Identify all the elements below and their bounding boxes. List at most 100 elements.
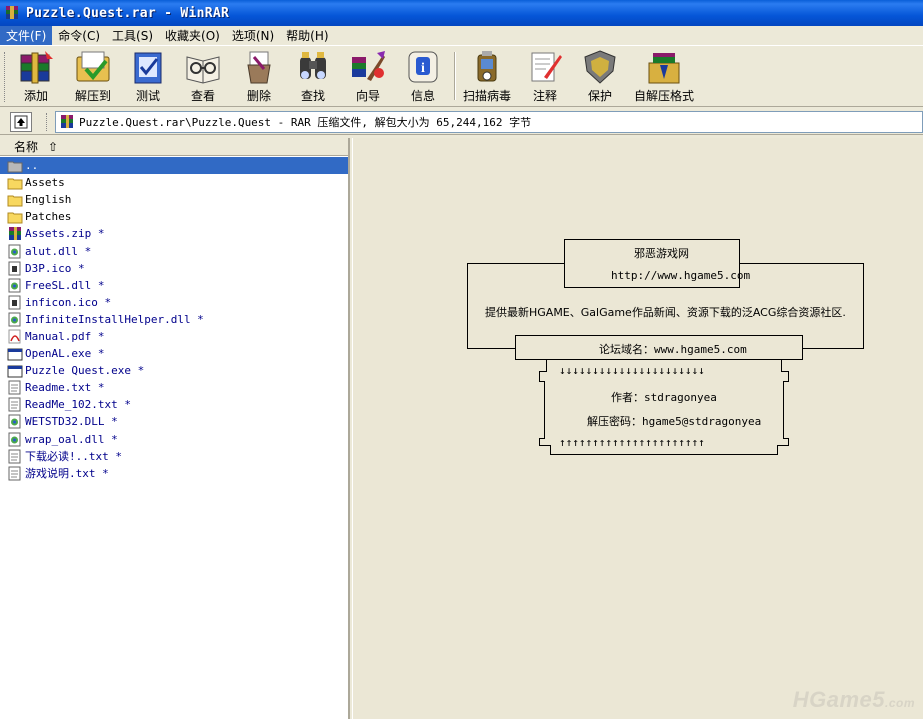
file-row[interactable]: 游戏说明.txt * [0,465,348,482]
sort-ascending-icon: ⇧ [48,139,59,154]
arrows-up: ↑↑↑↑↑↑↑↑↑↑↑↑↑↑↑↑↑↑↑↑↑↑ [559,436,705,449]
info-label: 信息 [410,89,435,103]
dll-file-icon [7,432,23,447]
protect-label: 保护 [587,89,612,103]
file-name: inficon.ico * [25,295,112,309]
dll-file-icon [7,244,23,259]
virus-scan-button[interactable]: 扫描病毒 [463,48,511,104]
menu-favorites[interactable]: 收藏夹(O) [165,29,220,43]
password-line: 解压密码：hgame5@stdragonyea [587,415,762,428]
file-row[interactable]: Assets [0,174,348,191]
info-button[interactable]: i 信息 [403,48,443,104]
comment-ascii-frame [467,239,864,455]
find-icon [293,48,333,86]
arrow-up-icon [14,115,28,129]
file-row[interactable]: .. [0,157,348,175]
extract-to-button[interactable]: 解压到 [73,48,113,104]
file-name: Assets [25,176,65,190]
add-archive-icon [16,48,56,86]
view-icon [183,48,223,86]
file-row[interactable]: InfiniteInstallHelper.dll * [0,311,348,328]
protect-icon [580,48,620,86]
comment-icon [525,48,565,86]
add-button[interactable]: 添加 [16,48,56,104]
file-name: alut.dll * [25,244,92,258]
info-icon: i [403,48,443,86]
up-folder-button[interactable] [10,112,32,132]
wizard-icon [348,48,388,86]
test-button[interactable]: 测试 [128,48,168,104]
delete-button[interactable]: 删除 [239,48,279,104]
extract-to-icon [73,48,113,86]
winrar-app-icon [6,6,18,19]
view-button[interactable]: 查看 [183,48,223,104]
file-name: ReadMe_102.txt * [25,398,131,412]
folder-icon [7,209,23,224]
wizard-label: 向导 [355,89,380,103]
watermark-brand: HGame5 [792,687,885,712]
file-row[interactable]: inficon.ico * [0,294,348,311]
file-row[interactable]: Patches [0,208,348,225]
site-url: http://www.hgame5.com [611,269,751,282]
delete-icon [239,48,279,86]
address-grip[interactable] [46,113,49,131]
parent-folder-icon [7,158,23,173]
watermark-suffix: .com [884,696,915,710]
file-row[interactable]: Readme.txt * [0,379,348,396]
file-name: English [25,193,72,207]
dll-file-icon [7,312,23,327]
file-name: Puzzle Quest.exe * [25,364,145,378]
zip-archive-icon [7,226,23,241]
file-row[interactable]: alut.dll * [0,242,348,259]
test-label: 测试 [135,89,160,103]
menu-commands[interactable]: 命令(C) [58,29,101,43]
file-row[interactable]: Manual.pdf * [0,328,348,345]
folder-icon [7,192,23,207]
file-row[interactable]: OpenAL.exe * [0,345,348,362]
file-name: wrap_oal.dll * [25,432,118,446]
menu-help[interactable]: 帮助(H) [286,29,329,43]
file-name: InfiniteInstallHelper.dll * [25,312,204,326]
file-row[interactable]: Assets.zip * [0,225,348,242]
file-name: Patches [25,210,72,224]
pdf-file-icon [7,329,23,344]
file-row[interactable]: wrap_oal.dll * [0,431,348,448]
file-name: Manual.pdf * [25,329,105,343]
file-row[interactable]: FreeSL.dll * [0,277,348,294]
dll-file-icon [7,278,23,293]
text-file-icon [7,466,23,481]
file-row[interactable]: English [0,191,348,208]
exe-file-icon [7,346,23,361]
forum-domain: 论坛域名：www.hgame5.com [599,343,747,356]
comment-label: 注释 [532,89,557,103]
find-label: 查找 [300,89,325,103]
address-field[interactable]: Puzzle.Quest.rar\Puzzle.Quest - RAR 压缩文件… [55,111,923,133]
file-row[interactable]: 下载必读!..txt * [0,448,348,465]
file-row[interactable]: WETSTD32.DLL * [0,413,348,430]
protect-button[interactable]: 保护 [580,48,620,104]
toolbar-grip[interactable] [4,52,7,102]
title-bar: Puzzle.Quest.rar - WinRAR [0,0,923,26]
file-row[interactable]: Puzzle Quest.exe * [0,362,348,379]
sfx-button[interactable]: 自解压格式 [634,48,694,104]
text-file-icon [7,397,23,412]
comment-button[interactable]: 注释 [525,48,565,104]
folder-icon [7,175,23,190]
file-row[interactable]: D3P.ico * [0,260,348,277]
file-row[interactable]: ReadMe_102.txt * [0,396,348,413]
menu-options[interactable]: 选项(N) [231,29,275,43]
wizard-button[interactable]: 向导 [348,48,388,104]
toolbar: 添加 解压到 测试 [0,45,923,107]
file-name: 下载必读!..txt * [25,450,122,464]
delete-label: 删除 [246,89,271,103]
dll-file-icon [7,414,23,429]
name-column-header[interactable]: 名称 ⇧ [0,138,348,156]
ico-file-icon [7,261,23,276]
rar-archive-icon [61,115,73,128]
svg-text:i: i [421,61,425,76]
menu-tools[interactable]: 工具(S) [112,29,154,43]
menu-file[interactable]: 文件(F) [0,26,53,45]
find-button[interactable]: 查找 [293,48,333,104]
